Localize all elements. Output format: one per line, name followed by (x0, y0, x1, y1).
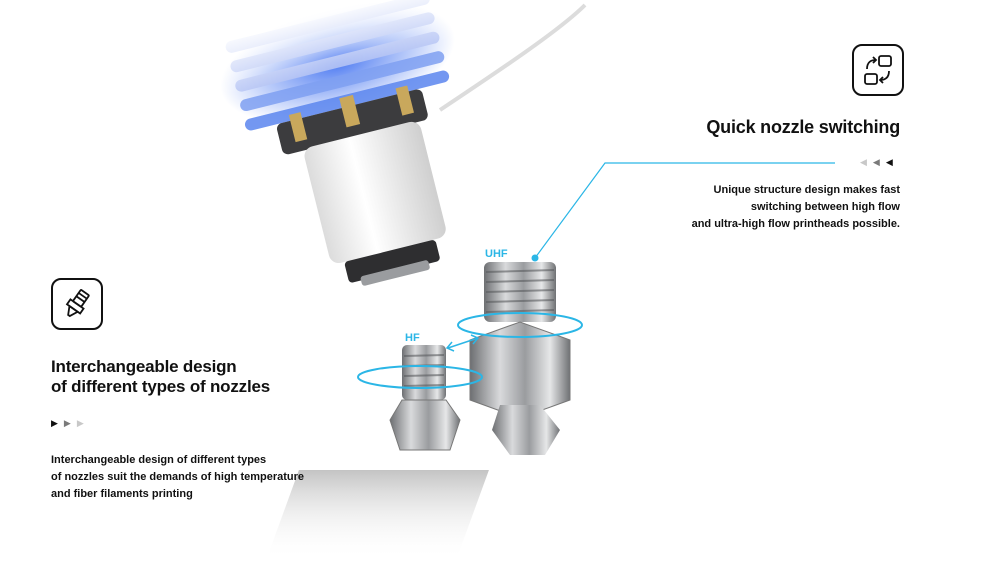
swap-icon (852, 44, 904, 96)
arrow-left-icon: ◀ (860, 157, 867, 167)
quick-switching-description: Unique structure design makes fast switc… (691, 184, 900, 230)
quick-switching-title: Quick nozzle switching (706, 117, 900, 137)
right-arrows: ◀ ◀ ◀ (860, 157, 893, 167)
hf-label: HF (405, 332, 420, 344)
hotend-body (207, 0, 456, 286)
swap-arrow (445, 334, 480, 352)
arrow-right-icon: ▶ (76, 418, 84, 428)
hf-nozzle (357, 345, 483, 451)
callout-line (534, 162, 835, 259)
arrow-left-icon: ◀ (885, 157, 893, 167)
arrow-right-icon: ▶ (51, 418, 58, 428)
arrow-right-icon: ▶ (63, 418, 71, 428)
interchangeable-title: Interchangeable design of different type… (51, 357, 270, 396)
uhf-nozzle (457, 262, 583, 455)
arrow-left-icon: ◀ (872, 157, 880, 167)
interchangeable-description: Interchangeable design of different type… (51, 454, 305, 500)
uhf-label: UHF (485, 248, 508, 260)
left-arrows: ▶ ▶ ▶ (51, 418, 84, 428)
nozzle-icon (51, 278, 103, 330)
